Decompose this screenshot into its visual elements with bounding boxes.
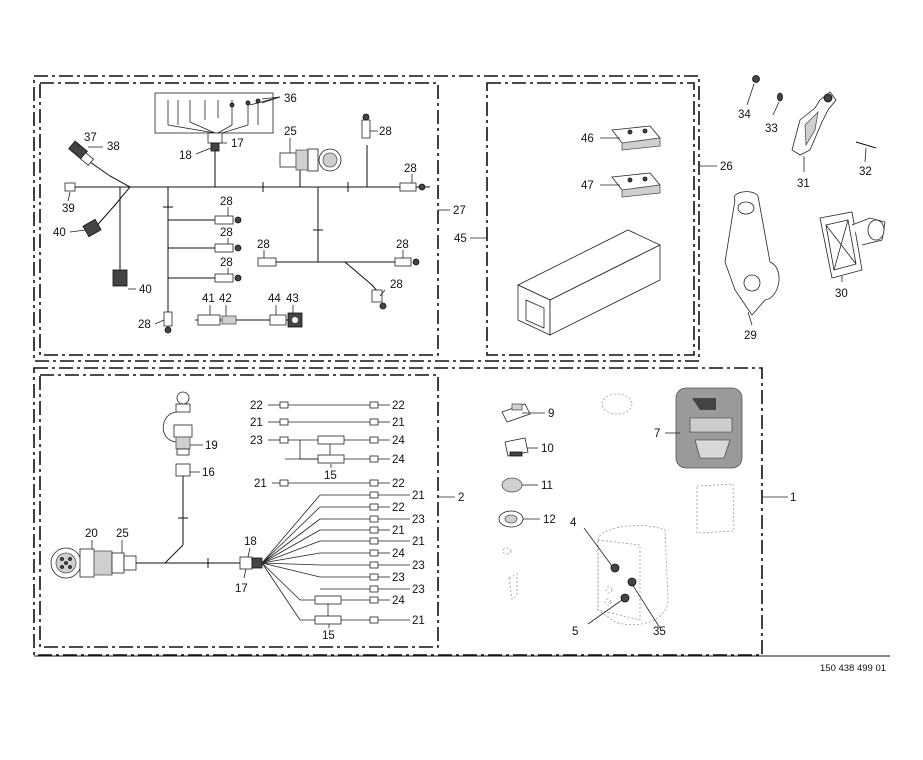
callout-25-upper: 25: [284, 126, 297, 138]
callout-38: 38: [107, 141, 120, 153]
callout-28-c: 28: [220, 196, 233, 208]
group-1-parts: [498, 387, 743, 626]
callout-28-b: 28: [404, 163, 417, 175]
callout-15-lower: 15: [322, 630, 335, 642]
callout-45: 45: [454, 233, 467, 245]
callout-23-right-b: 23: [412, 560, 425, 572]
callout-15-upper: 15: [324, 470, 337, 482]
callout-2: 2: [458, 492, 464, 504]
callout-23-right-c: 23: [392, 572, 405, 584]
leader-lines: [67, 83, 867, 629]
callout-35: 35: [653, 626, 666, 638]
callout-28-d: 28: [220, 227, 233, 239]
callout-28-g: 28: [396, 239, 409, 251]
callout-34: 34: [738, 109, 751, 121]
callout-21-right-a: 21: [392, 417, 405, 429]
callout-28-h: 28: [390, 279, 403, 291]
callout-46: 46: [581, 133, 594, 145]
callout-21-left-a: 21: [250, 417, 263, 429]
frame-group-45: [486, 82, 695, 356]
callout-23-right-a: 23: [412, 514, 425, 526]
callout-28-a: 28: [379, 126, 392, 138]
callout-21-right-c: 21: [392, 525, 405, 537]
callout-22-right-b: 22: [392, 478, 405, 490]
box-45-contents: [517, 125, 661, 336]
callout-39: 39: [62, 203, 75, 215]
drawing-number: 150 438 499 01: [820, 663, 886, 674]
callout-42: 42: [219, 293, 232, 305]
callout-24-right-c: 24: [392, 548, 405, 560]
callout-29: 29: [744, 330, 757, 342]
callout-40-b: 40: [139, 284, 152, 296]
callout-37: 37: [84, 132, 97, 144]
callout-19: 19: [205, 440, 218, 452]
harness-27: [64, 92, 430, 334]
callout-43: 43: [286, 293, 299, 305]
callout-24-right-a: 24: [392, 435, 405, 447]
callout-18-lower: 18: [244, 536, 257, 548]
callout-28-e: 28: [220, 257, 233, 269]
callout-27: 27: [453, 205, 466, 217]
callout-22-left-a: 22: [250, 400, 263, 412]
callout-labels: 36 25 28 17 18 28 37 38 39 40 40 28 28 2…: [53, 93, 886, 674]
callout-32: 32: [859, 166, 872, 178]
callout-17-upper: 17: [231, 138, 244, 150]
callout-31: 31: [797, 178, 810, 190]
callout-7: 7: [654, 428, 660, 440]
callout-16: 16: [202, 467, 215, 479]
callout-26: 26: [720, 161, 733, 173]
callout-30: 30: [835, 288, 848, 300]
callout-44: 44: [268, 293, 281, 305]
callout-40-a: 40: [53, 227, 66, 239]
callout-28-i: 28: [138, 319, 151, 331]
frame-group-2: [39, 374, 439, 648]
harness-2: [50, 391, 379, 625]
callout-5: 5: [572, 626, 578, 638]
callout-21-left-b: 21: [254, 478, 267, 490]
callout-20: 20: [85, 528, 98, 540]
parts-26: [724, 75, 886, 316]
callout-21-right-b: 21: [412, 490, 425, 502]
callout-22-right-a: 22: [392, 400, 405, 412]
callout-24-right-b: 24: [392, 454, 405, 466]
callout-47: 47: [581, 180, 594, 192]
callout-4: 4: [570, 517, 577, 529]
callout-1: 1: [790, 492, 796, 504]
callout-21-right-e: 21: [412, 615, 425, 627]
group-frames: [33, 75, 890, 657]
callout-23-left: 23: [250, 435, 263, 447]
callout-11: 11: [541, 480, 553, 492]
frame-group-27: [39, 82, 439, 356]
frame-group-lower: [33, 367, 763, 656]
callout-10: 10: [541, 443, 554, 455]
callout-9: 9: [548, 408, 554, 420]
callout-24-right-d: 24: [392, 595, 405, 607]
callout-28-f: 28: [257, 239, 270, 251]
callout-18-upper: 18: [179, 150, 192, 162]
callout-12: 12: [543, 514, 556, 526]
callout-22-right-c: 22: [392, 502, 405, 514]
callout-25-lower: 25: [116, 528, 129, 540]
callout-23-right-d: 23: [412, 584, 425, 596]
callout-21-right-d: 21: [412, 536, 425, 548]
frame-group-upper: [33, 75, 700, 362]
callout-17-lower: 17: [235, 583, 248, 595]
callout-36: 36: [284, 93, 297, 105]
callout-33: 33: [765, 123, 778, 135]
callout-41: 41: [202, 293, 215, 305]
